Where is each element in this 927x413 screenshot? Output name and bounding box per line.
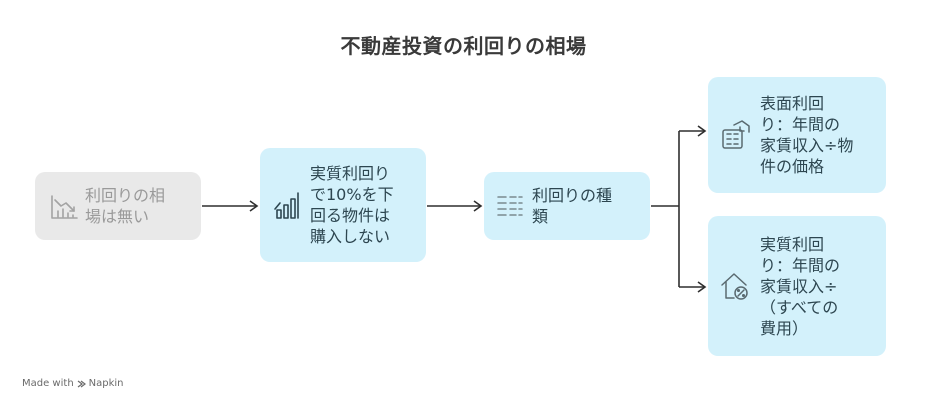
brand-name: Napkin	[88, 378, 124, 389]
node-label: 利回りの相 場は無い	[85, 186, 166, 226]
list-icon	[494, 193, 526, 219]
brand: Napkin	[77, 378, 124, 389]
node-label: 実質利回 り：年間の 家賃収入÷ （すべての 費用）	[760, 234, 841, 338]
declining-chart-icon	[47, 191, 81, 221]
arrowhead-split-4	[697, 125, 707, 137]
node-gross-yield: 表面利回 り：年間の 家賃収入÷物 件の価格	[708, 77, 886, 193]
arrowhead-2-3	[473, 200, 483, 212]
footer-attribution: Made with Napkin	[22, 378, 124, 389]
napkin-logo-icon	[77, 380, 86, 387]
arrowhead-split-5	[697, 281, 707, 293]
made-with-text: Made with	[22, 378, 74, 389]
bar-chart-icon	[270, 189, 304, 221]
node-label: 表面利回 り：年間の 家賃収入÷物 件の価格	[760, 94, 854, 176]
node-label: 実質利回り で10%を下 回る物件は 購入しない	[310, 164, 394, 246]
house-percent-icon	[718, 271, 752, 301]
node-net-yield: 実質利回 り：年間の 家賃収入÷ （すべての 費用）	[708, 216, 886, 356]
node-no-market-rate: 利回りの相 場は無い	[35, 172, 201, 240]
arrowhead-1-2	[249, 200, 259, 212]
node-real-yield-rule: 実質利回り で10%を下 回る物件は 購入しない	[260, 148, 426, 262]
node-label: 利回りの種 類	[532, 186, 613, 226]
node-yield-types: 利回りの種 類	[484, 172, 650, 240]
calculator-house-icon	[718, 120, 752, 150]
page-title: 不動産投資の利回りの相場	[340, 34, 587, 58]
